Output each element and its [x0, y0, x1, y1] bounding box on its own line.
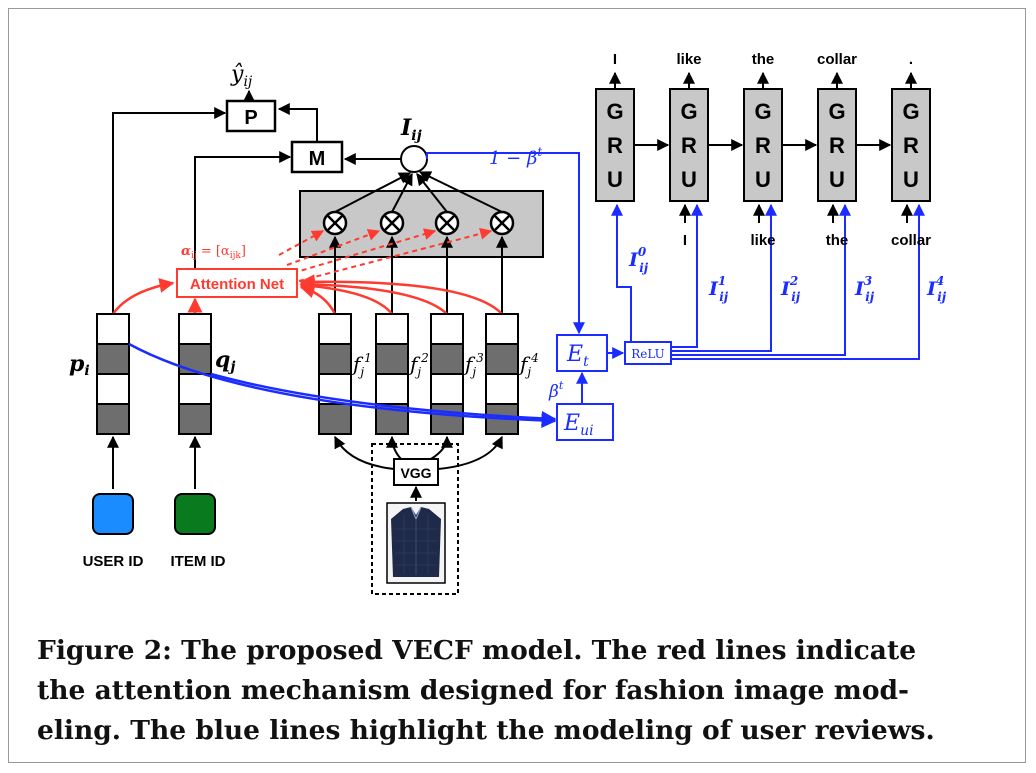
svg-text:G: G [754, 99, 771, 124]
output-words: I like the collar . [613, 51, 913, 68]
svg-text:fj3: fj3 [463, 351, 484, 379]
one-minus-beta-label: 1 − βt [489, 145, 542, 169]
m-box [290, 140, 344, 174]
attention-net-box [176, 268, 298, 298]
svg-text:R: R [607, 133, 623, 158]
svg-text:fj4: fj4 [518, 351, 539, 379]
svg-text:like: like [750, 232, 775, 249]
caption-line: the attention mechanism designed for fas… [37, 675, 910, 706]
svg-text:the: the [752, 51, 775, 68]
caption-line: Figure 2: The proposed VECF model. The r… [37, 635, 917, 666]
et-label: Et [566, 342, 589, 370]
svg-text:G: G [828, 99, 845, 124]
user-id-box [92, 493, 134, 535]
svg-text:R: R [755, 133, 771, 158]
user-id-label: USER ID [83, 553, 144, 570]
p-vector-label: pi [69, 351, 90, 379]
svg-text:collar: collar [817, 51, 857, 68]
svg-text:U: U [681, 167, 697, 192]
svg-text:R: R [903, 133, 919, 158]
vector-columns [96, 313, 519, 435]
q-vector-label: qj [215, 347, 235, 375]
svg-text:U: U [829, 167, 845, 192]
multiply-nodes [322, 210, 515, 236]
figure-frame: ŷij P M Iij αij = [αijk] At [8, 8, 1026, 763]
item-id-label: ITEM ID [171, 553, 226, 570]
alpha-label: αij = [αijk] [181, 244, 246, 261]
shirt-image [386, 502, 446, 584]
svg-text:G: G [902, 99, 919, 124]
eui-label: Eui [563, 411, 594, 439]
svg-text:I: I [613, 51, 617, 68]
output-label: ŷij [230, 62, 253, 90]
svg-text:R: R [681, 133, 697, 158]
f-labels: fj1 fj2 fj3 fj4 [351, 351, 539, 379]
svg-text:U: U [755, 167, 771, 192]
vgg-box [393, 458, 439, 486]
vecf-diagram: ŷij P M Iij αij = [αijk] At [69, 51, 947, 595]
beta-t-label: βt [548, 379, 564, 402]
svg-text:R: R [829, 133, 845, 158]
m-box-label: M [309, 148, 326, 170]
svg-text:G: G [680, 99, 697, 124]
relu-box [624, 341, 672, 365]
i-label: Iij [400, 115, 422, 144]
eui-box [556, 403, 614, 441]
attention-net-label: Attention Net [190, 276, 284, 293]
image-encoder-region [371, 443, 459, 595]
item-id-box [174, 493, 216, 535]
p-box [225, 99, 277, 133]
figure-caption: Figure 2: The proposed VECF model. The r… [37, 631, 1027, 751]
svg-text:G: G [606, 99, 623, 124]
svg-text:U: U [903, 167, 919, 192]
svg-text:I: I [683, 232, 687, 249]
relu-label: ReLU [631, 347, 665, 361]
svg-text:fj2: fj2 [408, 351, 429, 379]
svg-text:.: . [909, 51, 913, 68]
i-node [400, 145, 428, 173]
p-box-label: P [244, 107, 257, 129]
svg-text:like: like [676, 51, 701, 68]
vgg-label: VGG [400, 465, 431, 481]
caption-line: eling. The blue lines highlight the mode… [37, 715, 935, 746]
svg-text:the: the [826, 232, 849, 249]
svg-text:U: U [607, 167, 623, 192]
input-words: I like the collar [683, 232, 931, 249]
svg-text:collar: collar [891, 232, 931, 249]
svg-text:fj1: fj1 [351, 351, 372, 379]
